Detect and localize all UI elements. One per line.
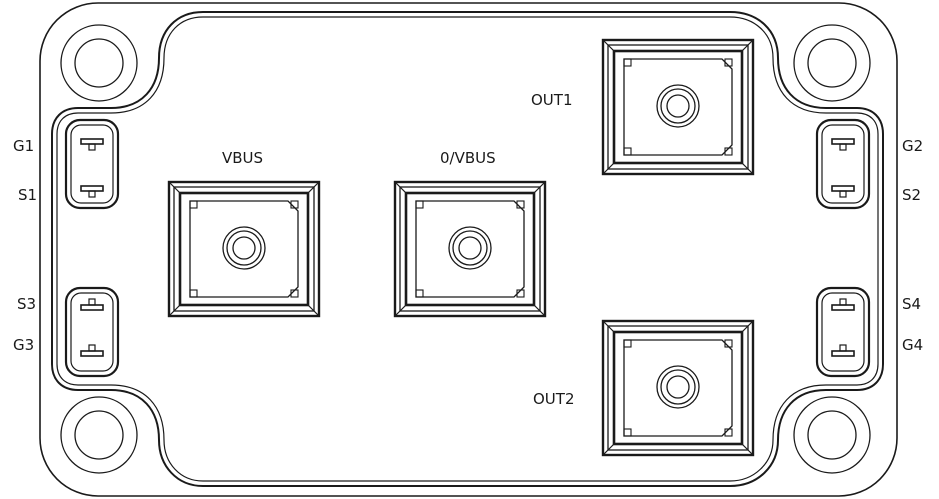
label-g1: G1 <box>13 137 34 155</box>
pin-housing-g1-s1 <box>64 118 120 210</box>
label-g2: G2 <box>902 137 923 155</box>
pin-g2 <box>831 138 855 151</box>
pin-s1 <box>80 185 104 198</box>
pin-g3 <box>80 344 104 357</box>
terminal-out2 <box>601 319 755 457</box>
label-out1: OUT1 <box>531 91 573 109</box>
label-s2: S2 <box>902 186 921 204</box>
mounting-hole-top-right <box>793 24 871 102</box>
pin-s2 <box>831 185 855 198</box>
pin-housing-s4-g4 <box>815 286 871 378</box>
pin-housing-g2-s2 <box>815 118 871 210</box>
label-s1: S1 <box>18 186 37 204</box>
label-s3: S3 <box>17 295 36 313</box>
label-out2: OUT2 <box>533 390 575 408</box>
terminal-zero-vbus <box>393 180 547 318</box>
terminal-out1 <box>601 38 755 176</box>
pin-s3 <box>80 298 104 311</box>
terminal-vbus <box>167 180 321 318</box>
mounting-hole-bottom-right <box>793 396 871 474</box>
label-zero-vbus: 0/VBUS <box>440 149 496 167</box>
label-g4: G4 <box>902 336 923 354</box>
module-cover-inner <box>56 16 879 482</box>
label-g3: G3 <box>13 336 34 354</box>
label-s4: S4 <box>902 295 921 313</box>
module-outline <box>39 2 898 497</box>
pin-g4 <box>831 344 855 357</box>
pin-g1 <box>80 138 104 151</box>
mounting-hole-top-left <box>60 24 138 102</box>
module-cover-outline <box>51 11 884 487</box>
mounting-hole-bottom-left <box>60 396 138 474</box>
pin-s4 <box>831 298 855 311</box>
pin-housing-s3-g3 <box>64 286 120 378</box>
label-vbus: VBUS <box>222 149 263 167</box>
